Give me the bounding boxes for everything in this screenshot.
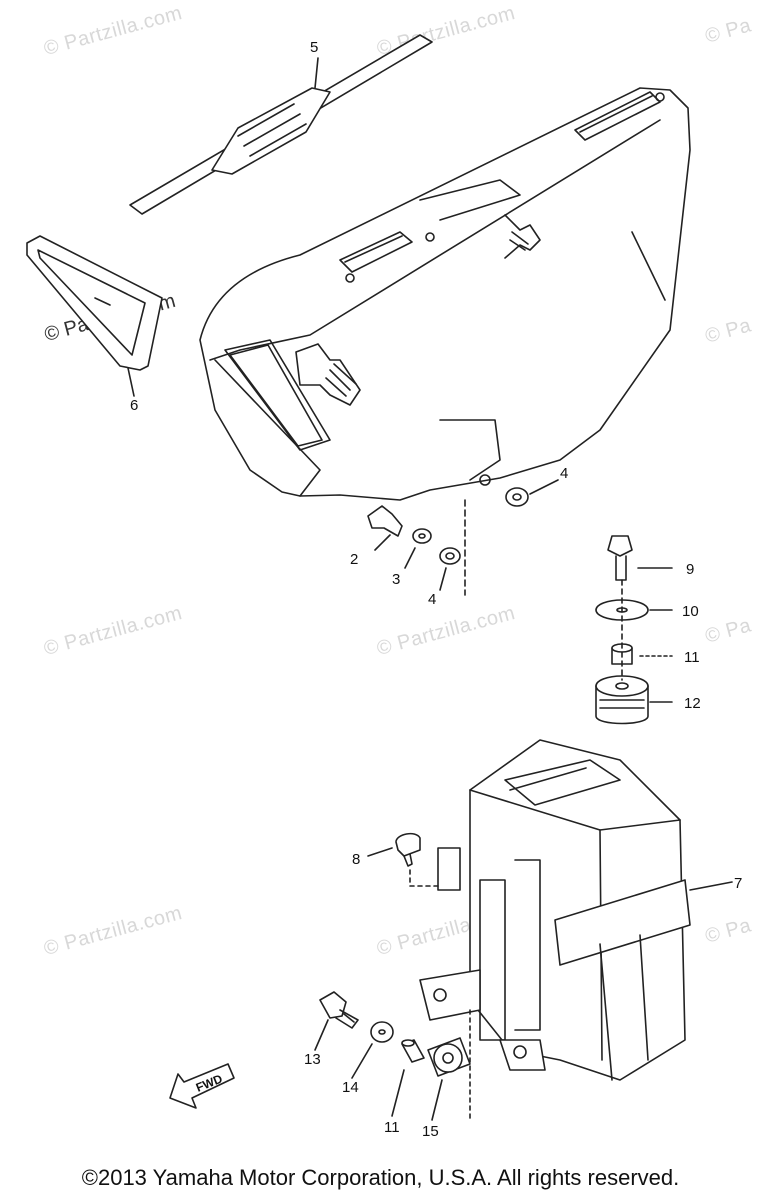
callout-15: 15 [422, 1123, 439, 1140]
washer-14 [351, 1021, 394, 1079]
callout-5: 5 [310, 39, 319, 56]
fwd-label: FWD [194, 1071, 225, 1094]
bolt-2 [367, 505, 403, 551]
bolt-9 [607, 535, 673, 581]
washer-4b [505, 479, 559, 507]
washer-3 [404, 528, 432, 569]
callout-2: 2 [350, 551, 359, 568]
callout-4: 4 [428, 591, 437, 608]
callout-12: 12 [684, 695, 701, 712]
callout-10: 10 [682, 603, 699, 620]
callout-8: 8 [352, 851, 361, 868]
callout-13: 13 [304, 1051, 321, 1068]
callout-9: 9 [686, 561, 695, 578]
emblem-strip [129, 34, 433, 215]
callout-6: 6 [130, 397, 139, 414]
washer-10 [595, 599, 673, 621]
grommet-15 [427, 1037, 471, 1121]
collar-11b [391, 1039, 425, 1117]
fwd-arrow-icon: FWD [169, 1063, 235, 1109]
washer-4a [439, 547, 461, 591]
bolt-13 [314, 991, 359, 1051]
callout-11: 11 [384, 1119, 400, 1136]
copyright-text: ©2013 Yamaha Motor Corporation, U.S.A. A… [81, 1165, 680, 1190]
callout-7: 7 [734, 875, 743, 892]
knob-8 [367, 832, 439, 887]
collar-11a [611, 643, 673, 665]
callout-14: 14 [342, 1079, 359, 1096]
reflector [26, 235, 163, 371]
grommet-12 [595, 675, 673, 725]
callout-3: 3 [392, 571, 401, 588]
callout-4: 4 [560, 465, 569, 482]
battery-box [419, 739, 733, 1081]
side-cover [199, 87, 691, 501]
callout-11: 11 [684, 649, 700, 666]
